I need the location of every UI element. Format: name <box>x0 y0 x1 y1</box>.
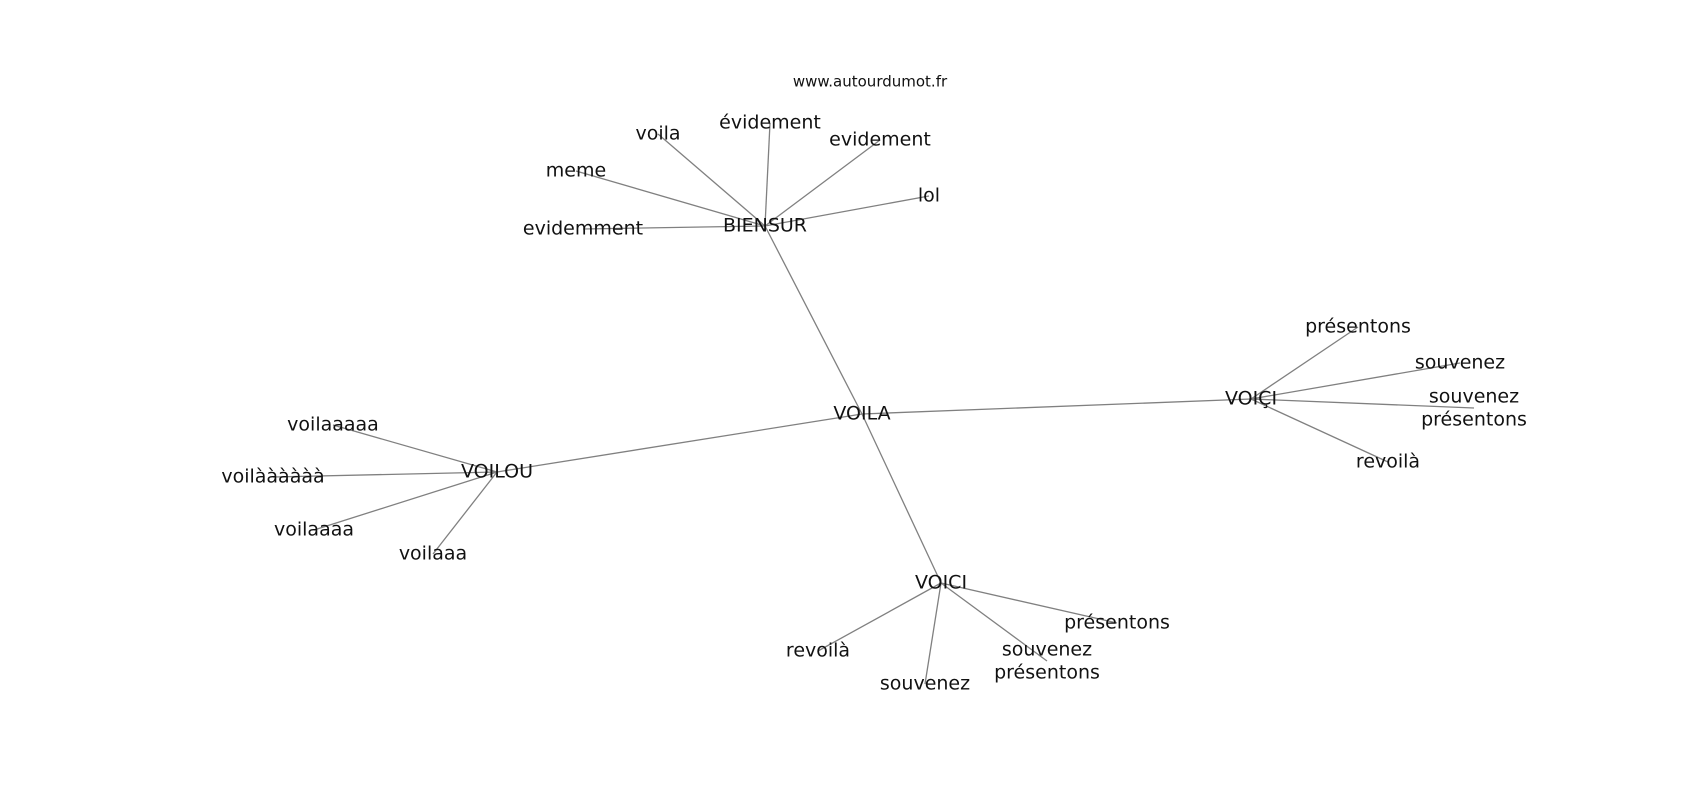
edge-voila_center-voilou <box>496 413 863 473</box>
edge-biensur-b_lol <box>764 195 930 227</box>
edge-voici_cedilla-c_souvenez <box>1250 362 1461 400</box>
edge-voila_center-voici_cedilla <box>861 398 1252 415</box>
edge-voici-v_souvenez_presentons <box>940 582 1048 662</box>
node-c-souvenez: souvenez <box>1415 352 1505 374</box>
edges-layer <box>272 122 1475 685</box>
node-b-evidement-acc: évidement <box>719 112 821 134</box>
edge-voici_cedilla-c_revoila <box>1250 398 1389 463</box>
node-l-voilaaccent: voilàààààà <box>221 466 324 488</box>
edge-voici-v_souvenez <box>924 582 942 685</box>
edge-voici_cedilla-c_souvenez_presentons <box>1250 398 1475 409</box>
node-voici-cedilla: VOIÇI <box>1225 388 1277 410</box>
node-c-revoila: revoilà <box>1356 451 1420 473</box>
edge-voila_center-voici <box>861 413 942 584</box>
nodes-layer: VOILA BIENSUR VOILOU VOIÇI VOICI voila évideme… <box>221 112 1527 695</box>
node-b-meme: meme <box>546 160 606 182</box>
edge-voici-v_revoila <box>817 582 942 652</box>
node-v-revoila: revoilà <box>786 640 850 662</box>
node-voici: VOICI <box>915 572 967 594</box>
edge-biensur-b_voila <box>657 133 766 227</box>
node-voila-center: VOILA <box>833 403 890 425</box>
edge-voilou-l_voilaaaaa <box>332 424 498 473</box>
edge-biensur-b_evidement <box>764 139 881 227</box>
node-c-presentons: présentons <box>1305 316 1411 338</box>
edge-biensur-b_evidement_acc <box>764 122 771 227</box>
edge-voilou-l_voilaaaa <box>313 471 498 531</box>
edge-voici-v_presentons <box>940 582 1118 624</box>
edge-biensur-b_evidemment <box>582 225 766 230</box>
node-b-evidemment: evidemment <box>523 218 643 240</box>
node-voilou: VOILOU <box>461 461 533 483</box>
edge-voilou-l_voilaaccent <box>272 471 498 478</box>
node-b-voila: voila <box>635 123 680 145</box>
edge-voilou-l_voilaaa <box>432 471 498 555</box>
edge-voila_center-biensur <box>764 225 863 415</box>
node-v-presentons: présentons <box>1064 612 1170 634</box>
node-l-voilaaa: voilaaa <box>399 543 467 565</box>
node-biensur: BIENSUR <box>723 215 807 237</box>
edge-biensur-b_meme <box>575 170 766 227</box>
node-l-voilaaaaa: voilaaaaa <box>287 414 379 436</box>
node-v-souvenez: souvenez <box>880 673 970 695</box>
node-l-voilaaaa: voilaaaa <box>274 519 354 541</box>
edge-voici_cedilla-c_presentons <box>1250 326 1359 400</box>
node-b-evidement: evidement <box>829 129 931 151</box>
node-b-lol: lol <box>918 185 940 207</box>
source-url: www.autourdumot.fr <box>793 73 948 91</box>
